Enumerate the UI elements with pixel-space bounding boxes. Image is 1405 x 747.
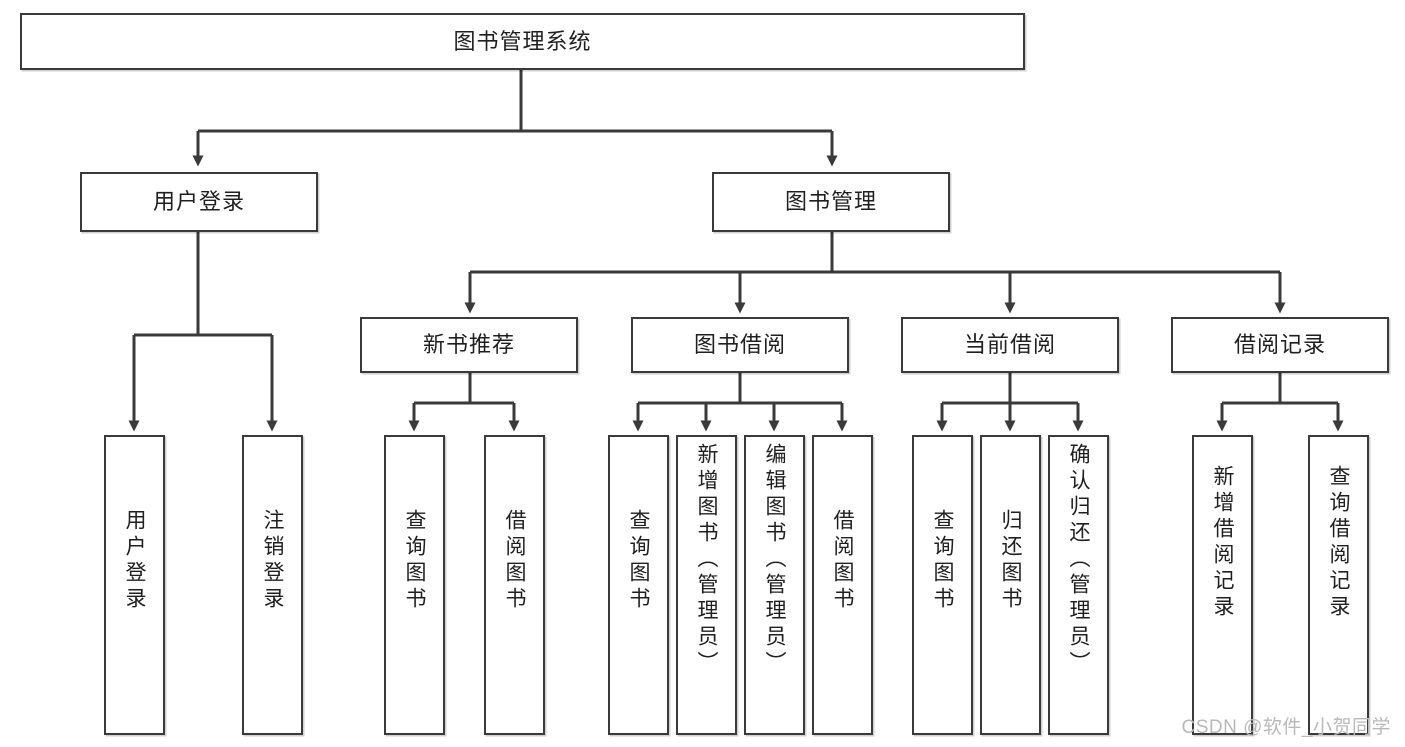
node-label: 新书推荐 — [422, 332, 515, 358]
leaf-query-book-current[interactable]: 查询图书 — [912, 435, 973, 735]
node-label: 图书借阅 — [693, 332, 786, 358]
leaf-edit-book[interactable]: 编辑图书（管理员） — [744, 435, 805, 735]
node-borrow-record[interactable]: 借阅记录 — [1171, 317, 1389, 373]
node-label: 图书管理系统 — [453, 28, 592, 54]
leaf-borrow-book-borrow[interactable]: 借阅图书 — [812, 435, 873, 735]
leaf-query-book-recommend[interactable]: 查询图书 — [384, 435, 445, 735]
node-label: 新增借阅记录 — [1211, 465, 1234, 621]
node-label: 确认归还（管理员） — [1067, 443, 1090, 677]
node-label: 借阅图书 — [503, 509, 526, 613]
node-label: 注销登录 — [261, 509, 284, 613]
node-book-management[interactable]: 图书管理 — [712, 172, 950, 232]
node-label: 借阅记录 — [1233, 332, 1326, 358]
leaf-confirm-return[interactable]: 确认归还（管理员） — [1048, 435, 1109, 735]
node-label: 编辑图书（管理员） — [763, 443, 786, 677]
leaf-add-book[interactable]: 新增图书（管理员） — [676, 435, 737, 735]
node-book-borrow[interactable]: 图书借阅 — [631, 317, 849, 373]
leaf-add-borrow-record[interactable]: 新增借阅记录 — [1192, 435, 1253, 735]
node-root-system[interactable]: 图书管理系统 — [20, 13, 1025, 70]
node-label: 查询借阅记录 — [1327, 465, 1350, 621]
node-user-login[interactable]: 用户登录 — [80, 172, 318, 232]
leaf-logout-login[interactable]: 注销登录 — [242, 435, 303, 735]
watermark-text: CSDN @软件_小贺同学 — [1181, 717, 1391, 738]
node-label: 当前借阅 — [963, 332, 1056, 358]
leaf-user-login[interactable]: 用户登录 — [104, 435, 165, 735]
node-label: 新增图书（管理员） — [695, 443, 718, 677]
node-label: 查询图书 — [627, 509, 650, 613]
leaf-borrow-book-recommend[interactable]: 借阅图书 — [484, 435, 545, 735]
node-label: 图书管理 — [784, 189, 877, 215]
node-label: 用户登录 — [123, 509, 146, 613]
leaf-query-book-borrow[interactable]: 查询图书 — [608, 435, 669, 735]
node-label: 借阅图书 — [831, 509, 854, 613]
leaf-return-book[interactable]: 归还图书 — [980, 435, 1041, 735]
node-label: 用户登录 — [152, 189, 245, 215]
node-label: 查询图书 — [931, 509, 954, 613]
node-new-book-recommend[interactable]: 新书推荐 — [360, 317, 578, 373]
node-label: 归还图书 — [999, 509, 1022, 613]
node-label: 查询图书 — [403, 509, 426, 613]
node-current-borrow[interactable]: 当前借阅 — [901, 317, 1119, 373]
leaf-query-borrow-record[interactable]: 查询借阅记录 — [1308, 435, 1369, 735]
